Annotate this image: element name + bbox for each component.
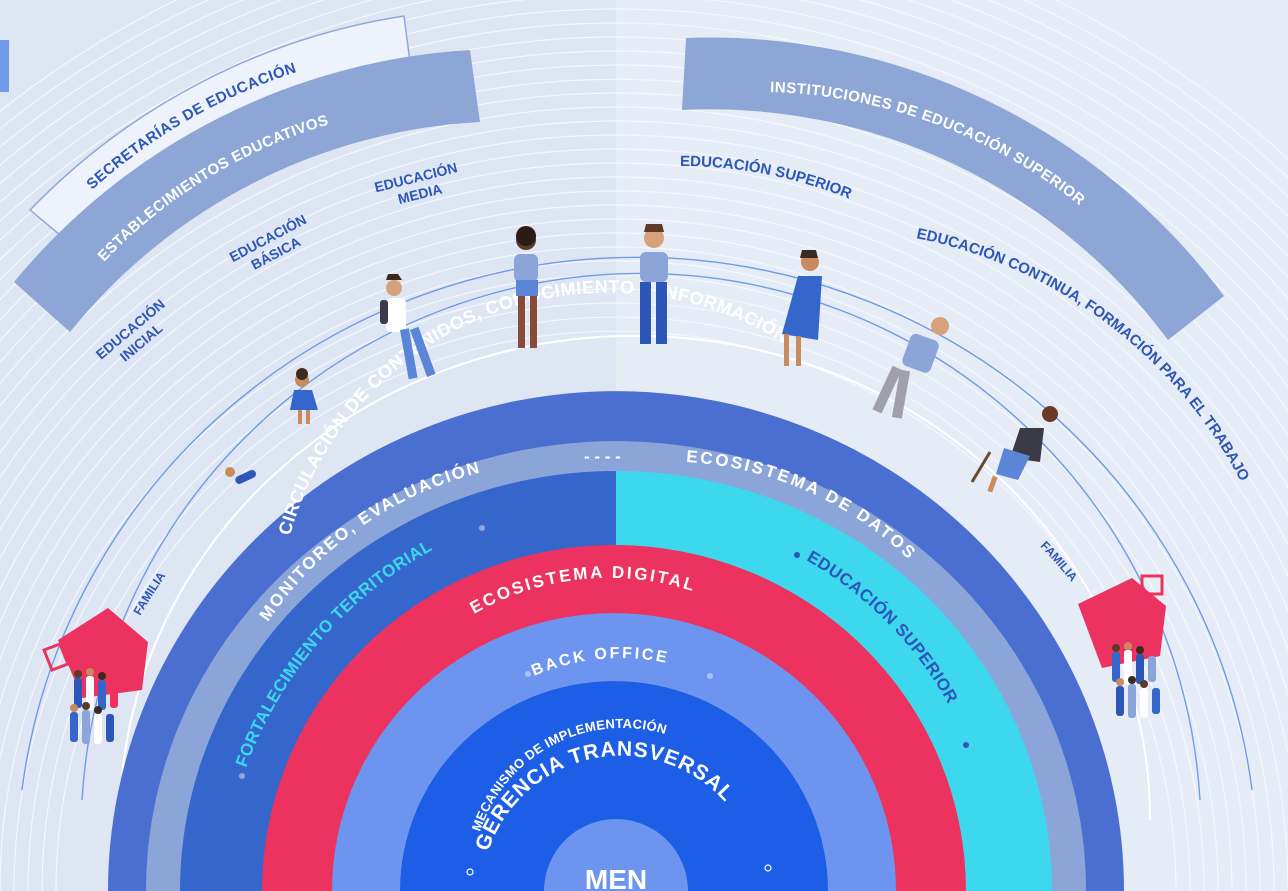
dot-core-left: [466, 868, 474, 876]
men-label: MEN: [585, 864, 647, 891]
background-ring: [0, 64, 1288, 412]
background-ring: [0, 148, 1288, 578]
family-left-icon: [70, 668, 118, 744]
background-ring: [0, 134, 1288, 547]
background-ring: [0, 176, 1288, 652]
dot-core-right: [764, 864, 772, 872]
background-ring: [0, 106, 1288, 489]
background-ring: [0, 260, 1247, 891]
dot-edsup-bottom: [963, 742, 969, 748]
dot-edsup-top: [794, 552, 800, 558]
background-ring: [0, 120, 1288, 517]
background-ring: [0, 162, 1288, 613]
instituciones-band: [682, 37, 1224, 341]
establecimientos-band: [14, 50, 480, 332]
person-girl-icon: [290, 368, 318, 424]
person-man-icon: [872, 317, 949, 419]
person-teen-girl-icon: [514, 226, 538, 348]
ring-men: [544, 819, 688, 891]
background-ring: [0, 8, 1288, 321]
dot-backoffice-right: [707, 673, 713, 679]
background-ring: [0, 190, 1288, 698]
dot-backoffice-left: [525, 671, 531, 677]
background-ring: [0, 92, 1288, 462]
dot-fortalecimiento-top: [479, 525, 485, 531]
background-ring: [0, 232, 1275, 891]
background-ring: [0, 218, 1288, 891]
background-ring: [0, 246, 1261, 891]
inner-arc: [119, 334, 1151, 821]
background-ring: [0, 204, 1288, 757]
background-ring: [0, 78, 1288, 437]
person-woman-icon: [782, 250, 822, 366]
person-boy-icon: [380, 274, 436, 380]
person-elder-woman-icon: [970, 406, 1058, 493]
background-ring: [0, 50, 1288, 389]
person-baby-icon: [225, 467, 257, 484]
dot-fortalecimiento-bottom: [239, 773, 245, 779]
person-young-man-icon: [640, 224, 668, 344]
family-right-icon: [1112, 642, 1160, 718]
house-right-icon: [1078, 574, 1166, 668]
background-ring: [0, 22, 1288, 343]
background-ring: [0, 36, 1288, 366]
corner-marker: [0, 40, 9, 92]
ring-dashes: - - - -: [584, 447, 621, 466]
ring-core: [400, 681, 828, 891]
levels-arc: [21, 256, 1253, 791]
